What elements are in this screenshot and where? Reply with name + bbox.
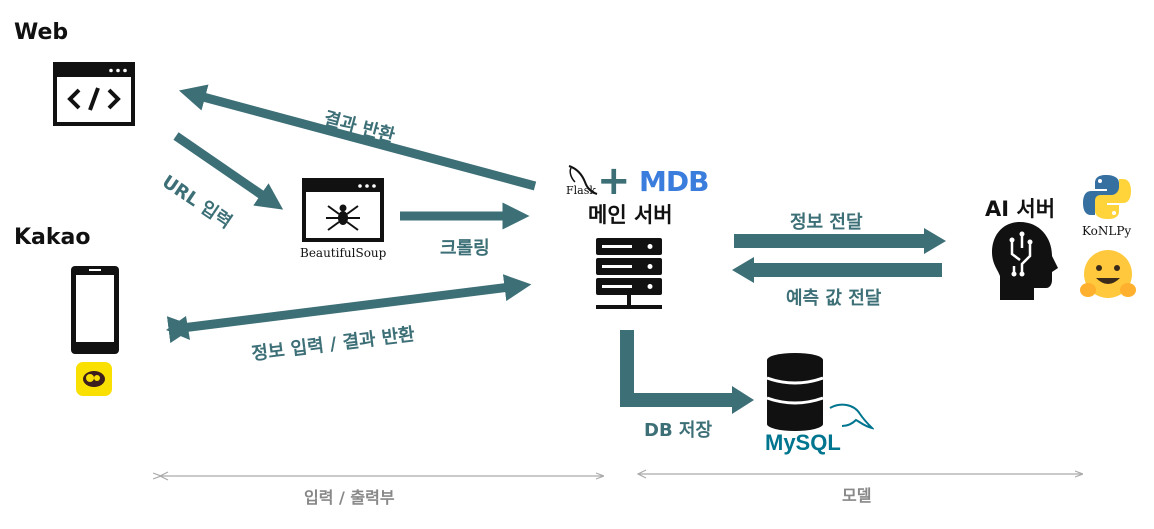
browser-code-icon — [53, 62, 135, 126]
kakao-label: Kakao — [14, 225, 91, 250]
arrow-url-input — [173, 132, 284, 210]
hugging-face-icon — [1080, 250, 1136, 298]
mdb-logo: MDB — [639, 165, 709, 198]
label-crawling: 크롤링 — [440, 238, 490, 259]
arrow-info-head-left — [166, 316, 190, 340]
kakaotalk-icon — [76, 362, 112, 396]
beautifulsoup-logo: BeautifulSoup — [300, 246, 387, 260]
label-prediction-deliver: 예측 값 전달 — [786, 288, 882, 309]
label-db-store: DB 저장 — [644, 420, 713, 441]
model-section-label: 모델 — [842, 486, 872, 505]
arrow-db-store — [620, 330, 734, 407]
spider-browser-icon — [302, 178, 384, 242]
server-icon — [596, 238, 662, 309]
database-icon — [766, 353, 824, 431]
flask-text: Flask — [566, 184, 597, 197]
mysql-logo: MySQL — [765, 430, 841, 456]
io-section-label: 입력 / 출력부 — [304, 488, 395, 507]
plus-icon: + — [597, 158, 631, 204]
main-server-title: 메인 서버 — [588, 203, 673, 227]
mysql-dolphin-icon — [829, 403, 874, 430]
konlpy-text: KoNLPy — [1082, 224, 1132, 238]
mysql-text: MySQL — [765, 430, 841, 455]
web-label: Web — [14, 20, 69, 45]
label-info-deliver: 정보 전달 — [790, 212, 863, 233]
flask-logo-icon — [568, 165, 598, 195]
smartphone-icon — [71, 266, 119, 354]
python-logo-icon — [1083, 175, 1131, 219]
ai-head-icon — [992, 222, 1058, 300]
ai-server-title: AI 서버 — [985, 197, 1056, 221]
arrow-result-return — [178, 84, 537, 191]
arrow-info-input-result — [166, 274, 532, 344]
